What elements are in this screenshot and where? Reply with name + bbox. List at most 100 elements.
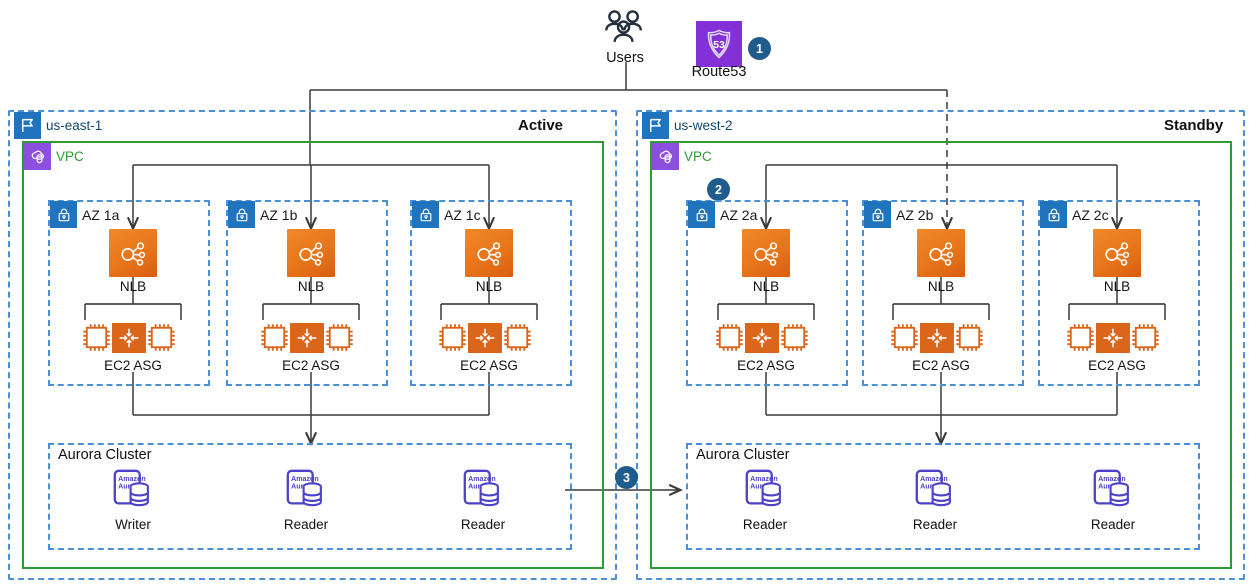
asg-label-2c: EC2 ASG [1088,358,1146,373]
asg-label-2a: EC2 ASG [737,358,795,373]
region-state-us-east-1: Active [518,117,564,134]
nlb-icon-1b [287,229,335,277]
region-tag-us-east-1: us-east-1 [14,112,102,139]
autoscaling-icon [290,322,324,353]
az-name-1c: AZ 1c [444,206,481,223]
asg-label-1c: EC2 ASG [460,358,518,373]
autoscaling-icon [1096,322,1130,353]
aurora-role-reader-1b: Reader [460,517,506,532]
az-box-2c [1038,200,1200,386]
aurora-role-reader-2a: Reader [742,517,788,532]
az-tag-2a: AZ 2a [688,201,757,228]
az-tag-1c: AZ 1c [412,201,481,228]
asg-icon-2c [1064,321,1162,354]
nlb-icon-1c [465,229,513,277]
ec2-chip-icon [258,321,291,354]
az-box-1c [410,200,572,386]
svg-text:Amazon: Amazon [291,475,319,483]
route53-icon: 53 [696,21,742,67]
aurora-role-reader-1a: Reader [283,517,329,532]
ec2-chip-icon [501,321,534,354]
region-tag-us-west-2: us-west-2 [642,112,733,139]
step-badge-1: 1 [748,37,771,60]
vpc-label-us-west-2: VPC [684,149,712,164]
az-tag-1b: AZ 1b [228,201,297,228]
aurora-icon-reader-1a: Amazon Aurora [283,466,329,512]
nlb-label-2b: NLB [927,279,955,294]
ec2-chip-icon [436,321,469,354]
svg-text:Amazon: Amazon [750,475,778,483]
az-name-1a: AZ 1a [82,206,120,223]
vpc-cloud-icon [652,143,679,170]
az-tag-2c: AZ 2c [1040,201,1109,228]
nlb-icon-2a [742,229,790,277]
nlb-label-2c: NLB [1103,279,1131,294]
aurora-icon-reader-1b: Amazon Aurora [460,466,506,512]
region-name-us-east-1: us-east-1 [46,118,103,133]
ec2-chip-icon [713,321,746,354]
asg-label-1b: EC2 ASG [282,358,340,373]
ec2-chip-icon [323,321,356,354]
aurora-cluster-title-us-west-2: Aurora Cluster [696,447,790,463]
nlb-label-1a: NLB [119,279,147,294]
nlb-label-2a: NLB [752,279,780,294]
svg-text:Amazon: Amazon [468,475,496,483]
region-box-us-east-1 [8,110,617,580]
asg-label-2b: EC2 ASG [912,358,970,373]
region-name-us-west-2: us-west-2 [674,118,733,133]
nlb-label-1b: NLB [297,279,325,294]
svg-text:Amazon: Amazon [920,475,948,483]
az-tag-2b: AZ 2b [864,201,933,228]
ec2-chip-icon [1129,321,1162,354]
az-lock-icon [50,201,77,228]
az-name-2a: AZ 2a [720,206,758,223]
nlb-label-1c: NLB [475,279,503,294]
region-flag-icon [642,112,669,139]
autoscaling-icon [745,322,779,353]
ec2-chip-icon [778,321,811,354]
svg-text:Amazon: Amazon [1098,475,1126,483]
ec2-chip-icon [888,321,921,354]
aurora-role-reader-2c: Reader [1090,517,1136,532]
aurora-cluster-box-us-east-1 [48,443,572,550]
autoscaling-icon [920,322,954,353]
route53-label: Route53 [691,64,747,80]
vpc-tag-us-east-1: VPC [24,143,84,170]
ec2-chip-icon [953,321,986,354]
az-box-1a [48,200,210,386]
aurora-icon-reader-2b: Amazon Aurora [912,466,958,512]
ec2-chip-icon [80,321,113,354]
asg-icon-2b [888,321,986,354]
aurora-cluster-box-us-west-2 [686,443,1200,550]
aurora-icon-reader-2c: Amazon Aurora [1090,466,1136,512]
az-box-1b [226,200,388,386]
region-box-us-west-2 [636,110,1245,580]
svg-text:Amazon: Amazon [118,475,146,483]
aurora-icon-reader-2a: Amazon Aurora [742,466,788,512]
vpc-label-us-east-1: VPC [56,149,84,164]
az-name-1b: AZ 1b [260,206,298,223]
az-box-2b [862,200,1024,386]
step-badge-2: 2 [707,178,730,201]
aurora-cluster-title-us-east-1: Aurora Cluster [58,447,152,463]
region-state-us-west-2: Standby [1164,117,1224,134]
asg-label-1a: EC2 ASG [104,358,162,373]
az-lock-icon [688,201,715,228]
nlb-icon-2c [1093,229,1141,277]
autoscaling-icon [468,322,502,353]
ec2-chip-icon [1064,321,1097,354]
aurora-role-reader-2b: Reader [912,517,958,532]
az-lock-icon [864,201,891,228]
vpc-tag-us-west-2: VPC [652,143,712,170]
az-lock-icon [1040,201,1067,228]
vpc-box-us-east-1 [22,141,604,569]
autoscaling-icon [112,322,146,353]
az-name-2c: AZ 2c [1072,206,1109,223]
az-lock-icon [412,201,439,228]
az-name-2b: AZ 2b [896,206,934,223]
az-tag-1a: AZ 1a [50,201,119,228]
asg-icon-1a [80,321,178,354]
ec2-chip-icon [145,321,178,354]
nlb-icon-1a [109,229,157,277]
